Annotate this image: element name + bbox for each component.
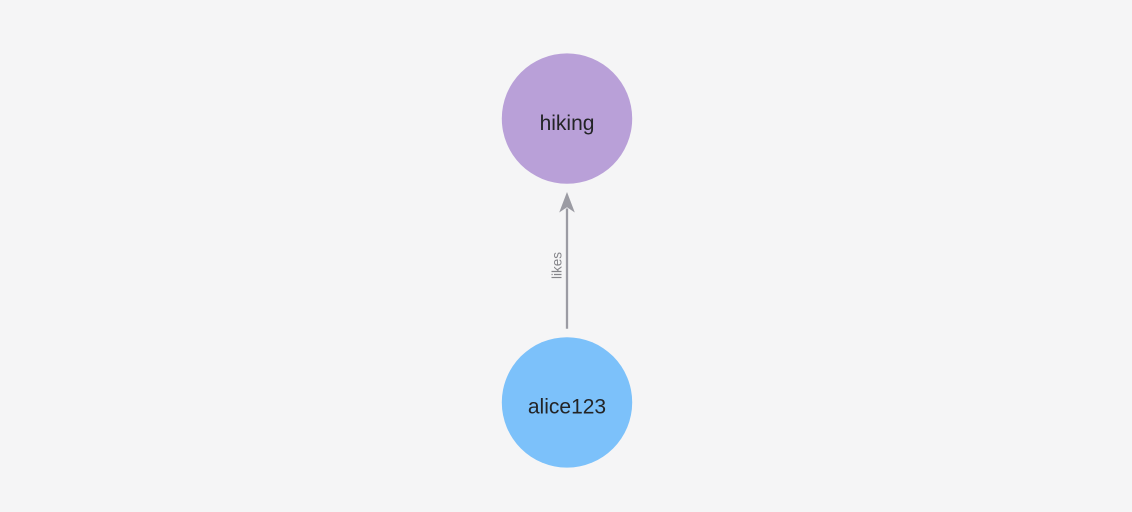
node-alice123-circle[interactable] — [501, 337, 633, 468]
node-hiking[interactable]: hiking — [501, 53, 633, 184]
edge-likes-arrowhead-icon — [559, 192, 575, 213]
edge-likes[interactable]: likes — [550, 192, 575, 329]
node-alice123-label: alice123 — [528, 395, 606, 418]
edge-likes-label: likes — [550, 252, 565, 279]
node-hiking-circle[interactable] — [501, 53, 633, 184]
node-hiking-label: hiking — [540, 112, 595, 135]
node-alice123[interactable]: alice123 — [501, 337, 633, 468]
